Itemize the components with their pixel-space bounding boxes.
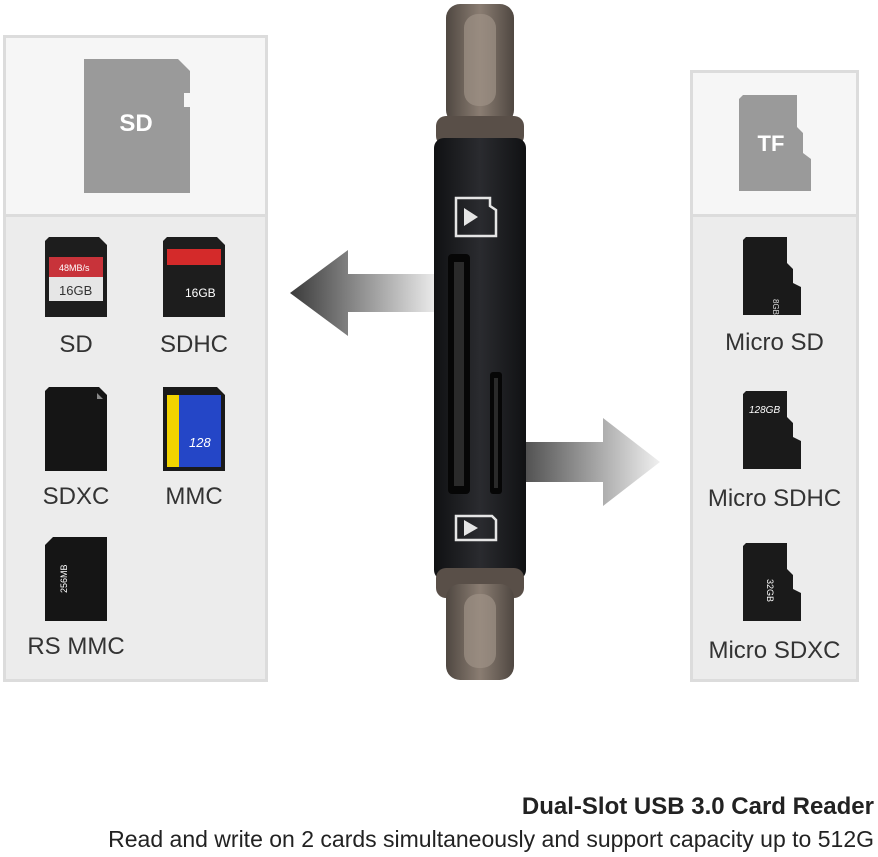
sdhc-card-icon: 16GB [163,237,225,317]
usb-c-connector-top [436,4,524,146]
card-label-sdxc: SDXC [42,483,110,510]
tf-card-panel: TF 8GB Micro SD 128GB Micro SDHC 32GB Mi… [690,70,859,682]
tf-panel-body: 8GB Micro SD 128GB Micro SDHC 32GB Micro… [693,217,856,679]
card-label-micro-sdhc: Micro SDHC [707,485,842,512]
sdxc-card-icon [45,387,107,471]
svg-text:16GB: 16GB [59,283,92,298]
svg-text:32GB: 32GB [765,579,775,602]
sd-panel-header: SD [6,38,265,217]
tf-header-label: TF [758,131,785,156]
arrow-right-icon [505,418,660,506]
tf-card-icon: TF [739,95,811,191]
tf-panel-header: TF [693,73,856,217]
micro-sdxc-card-icon: 32GB [743,543,801,621]
sd-header-label: SD [119,110,152,137]
usb-c-connector-bottom [436,568,524,680]
micro-sd-card-icon: 8GB [743,237,801,315]
svg-text:16GB: 16GB [185,286,216,300]
svg-text:8GB: 8GB [771,299,780,315]
rs-mmc-card-icon: 256MB [45,537,107,621]
svg-text:256MB: 256MB [59,564,69,593]
mmc-card-icon: 128 [163,387,225,471]
card-label-micro-sd: Micro SD [725,329,824,356]
micro-sd-slot-icon [454,196,498,238]
card-label-sd: SD [59,331,93,358]
micro-sdhc-card-icon: 128GB [743,391,801,469]
sd-panel-body: 48MB/s 16GB SD 16GB SDHC SDXC 128 MMC 25 [6,217,265,679]
caption-title: Dual-Slot USB 3.0 Card Reader [521,793,874,820]
caption-subtitle: Read and write on 2 cards simultaneously… [108,826,874,852]
card-reader-device [434,4,526,680]
svg-text:48MB/s: 48MB/s [59,263,90,273]
sd-card-icon: 48MB/s 16GB [45,237,107,317]
svg-text:128GB: 128GB [749,405,780,416]
svg-text:128: 128 [189,435,211,450]
sd-card-panel: SD 48MB/s 16GB SD 16GB SDHC SDXC [3,35,268,682]
card-label-mmc: MMC [165,483,223,510]
card-label-micro-sdxc: Micro SDXC [708,637,841,664]
sd-slot-icon [454,514,498,542]
arrow-left-icon [290,250,440,336]
sd-card-icon: SD [84,59,190,193]
card-label-sdhc: SDHC [159,331,228,358]
card-label-rs-mmc: RS MMC [27,633,125,660]
